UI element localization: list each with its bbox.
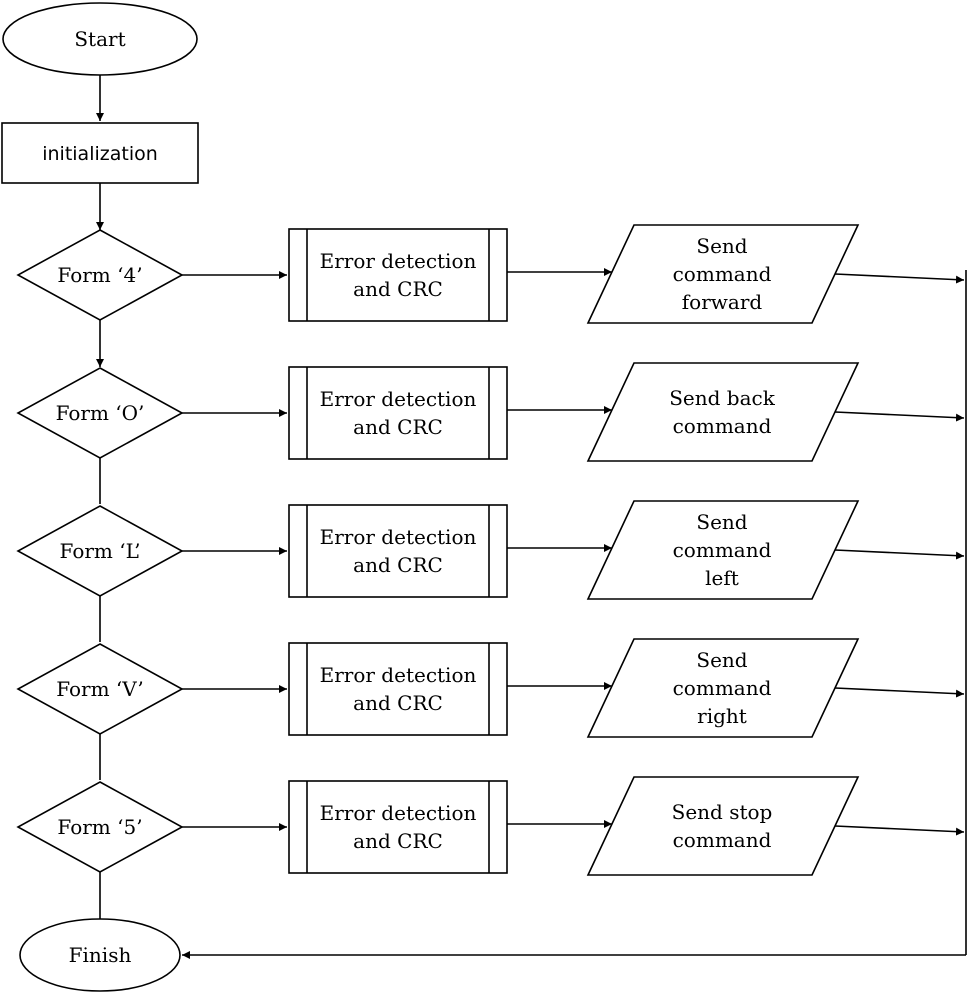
- process-label-line: and CRC: [353, 829, 443, 853]
- output-to-collector-arrow: [834, 687, 965, 698]
- start-label: Start: [74, 27, 125, 51]
- output-label-line: command: [673, 262, 772, 286]
- output-label-line: Send stop: [672, 800, 773, 824]
- decision-label: Form ‘V’: [56, 677, 144, 701]
- output-label-line: command: [673, 676, 772, 700]
- output-label-line: Send: [696, 648, 747, 672]
- process-label-line: and CRC: [353, 415, 443, 439]
- output-to-collector-arrow: [834, 825, 965, 836]
- decision-label: Form ‘4’: [57, 263, 142, 287]
- output-parallelogram: [586, 638, 860, 738]
- branch-row: Form ‘O’ Error detection and CRC Send ba…: [16, 362, 965, 462]
- process-box: [288, 642, 508, 736]
- output-label-line: command: [673, 538, 772, 562]
- process-label-line: and CRC: [353, 691, 443, 715]
- branch-rows: Form ‘4’ Error detection and CRC Send co…: [16, 224, 965, 876]
- output-label-line: command: [673, 828, 772, 852]
- output-label-line: Send back: [669, 386, 776, 410]
- process-box: [288, 504, 508, 598]
- process-box: [288, 366, 508, 460]
- output-to-collector-arrow: [834, 411, 965, 422]
- main-connectors: [96, 75, 967, 959]
- start-terminal: Start: [2, 2, 198, 76]
- output-to-collector-arrow: [834, 273, 965, 284]
- decision-diamond: [16, 643, 184, 735]
- output-parallelogram: [586, 362, 860, 462]
- process-label-line: Error detection: [320, 387, 477, 411]
- initialization-box: initialization: [1, 122, 199, 184]
- process-label-line: and CRC: [353, 277, 443, 301]
- finish-terminal: Finish: [19, 918, 181, 992]
- decision-label: Form ‘O’: [56, 401, 145, 425]
- output-parallelogram: [586, 500, 860, 600]
- branch-row: Form ‘4’ Error detection and CRC Send co…: [16, 224, 965, 324]
- decision-label: Form ‘L’: [60, 539, 141, 563]
- process-label-line: Error detection: [320, 525, 477, 549]
- output-parallelogram: [586, 224, 860, 324]
- output-label-line: Send: [696, 510, 747, 534]
- output-label-line: command: [673, 414, 772, 438]
- finish-label: Finish: [69, 943, 132, 967]
- branch-row: Form ‘5’ Error detection and CRC Send st…: [16, 776, 965, 876]
- process-label-line: and CRC: [353, 553, 443, 577]
- output-parallelogram: [586, 776, 860, 876]
- process-label-line: Error detection: [320, 249, 477, 273]
- decision-label: Form ‘5’: [57, 815, 142, 839]
- process-label-line: Error detection: [320, 801, 477, 825]
- decision-diamond: [16, 229, 184, 321]
- output-label-line: left: [705, 566, 739, 590]
- decision-diamond: [16, 781, 184, 873]
- output-label-line: Send: [696, 234, 747, 258]
- process-box: [288, 228, 508, 322]
- decision-diamond: [16, 505, 184, 597]
- process-box: [288, 780, 508, 874]
- process-label-line: Error detection: [320, 663, 477, 687]
- output-to-collector-arrow: [834, 549, 965, 560]
- output-label-line: forward: [682, 290, 763, 314]
- branch-row: Form ‘V’ Error detection and CRC Send co…: [16, 638, 965, 738]
- decision-diamond: [16, 367, 184, 459]
- output-label-line: right: [697, 704, 747, 728]
- initialization-label: initialization: [42, 143, 158, 165]
- branch-row: Form ‘L’ Error detection and CRC Send co…: [16, 500, 965, 600]
